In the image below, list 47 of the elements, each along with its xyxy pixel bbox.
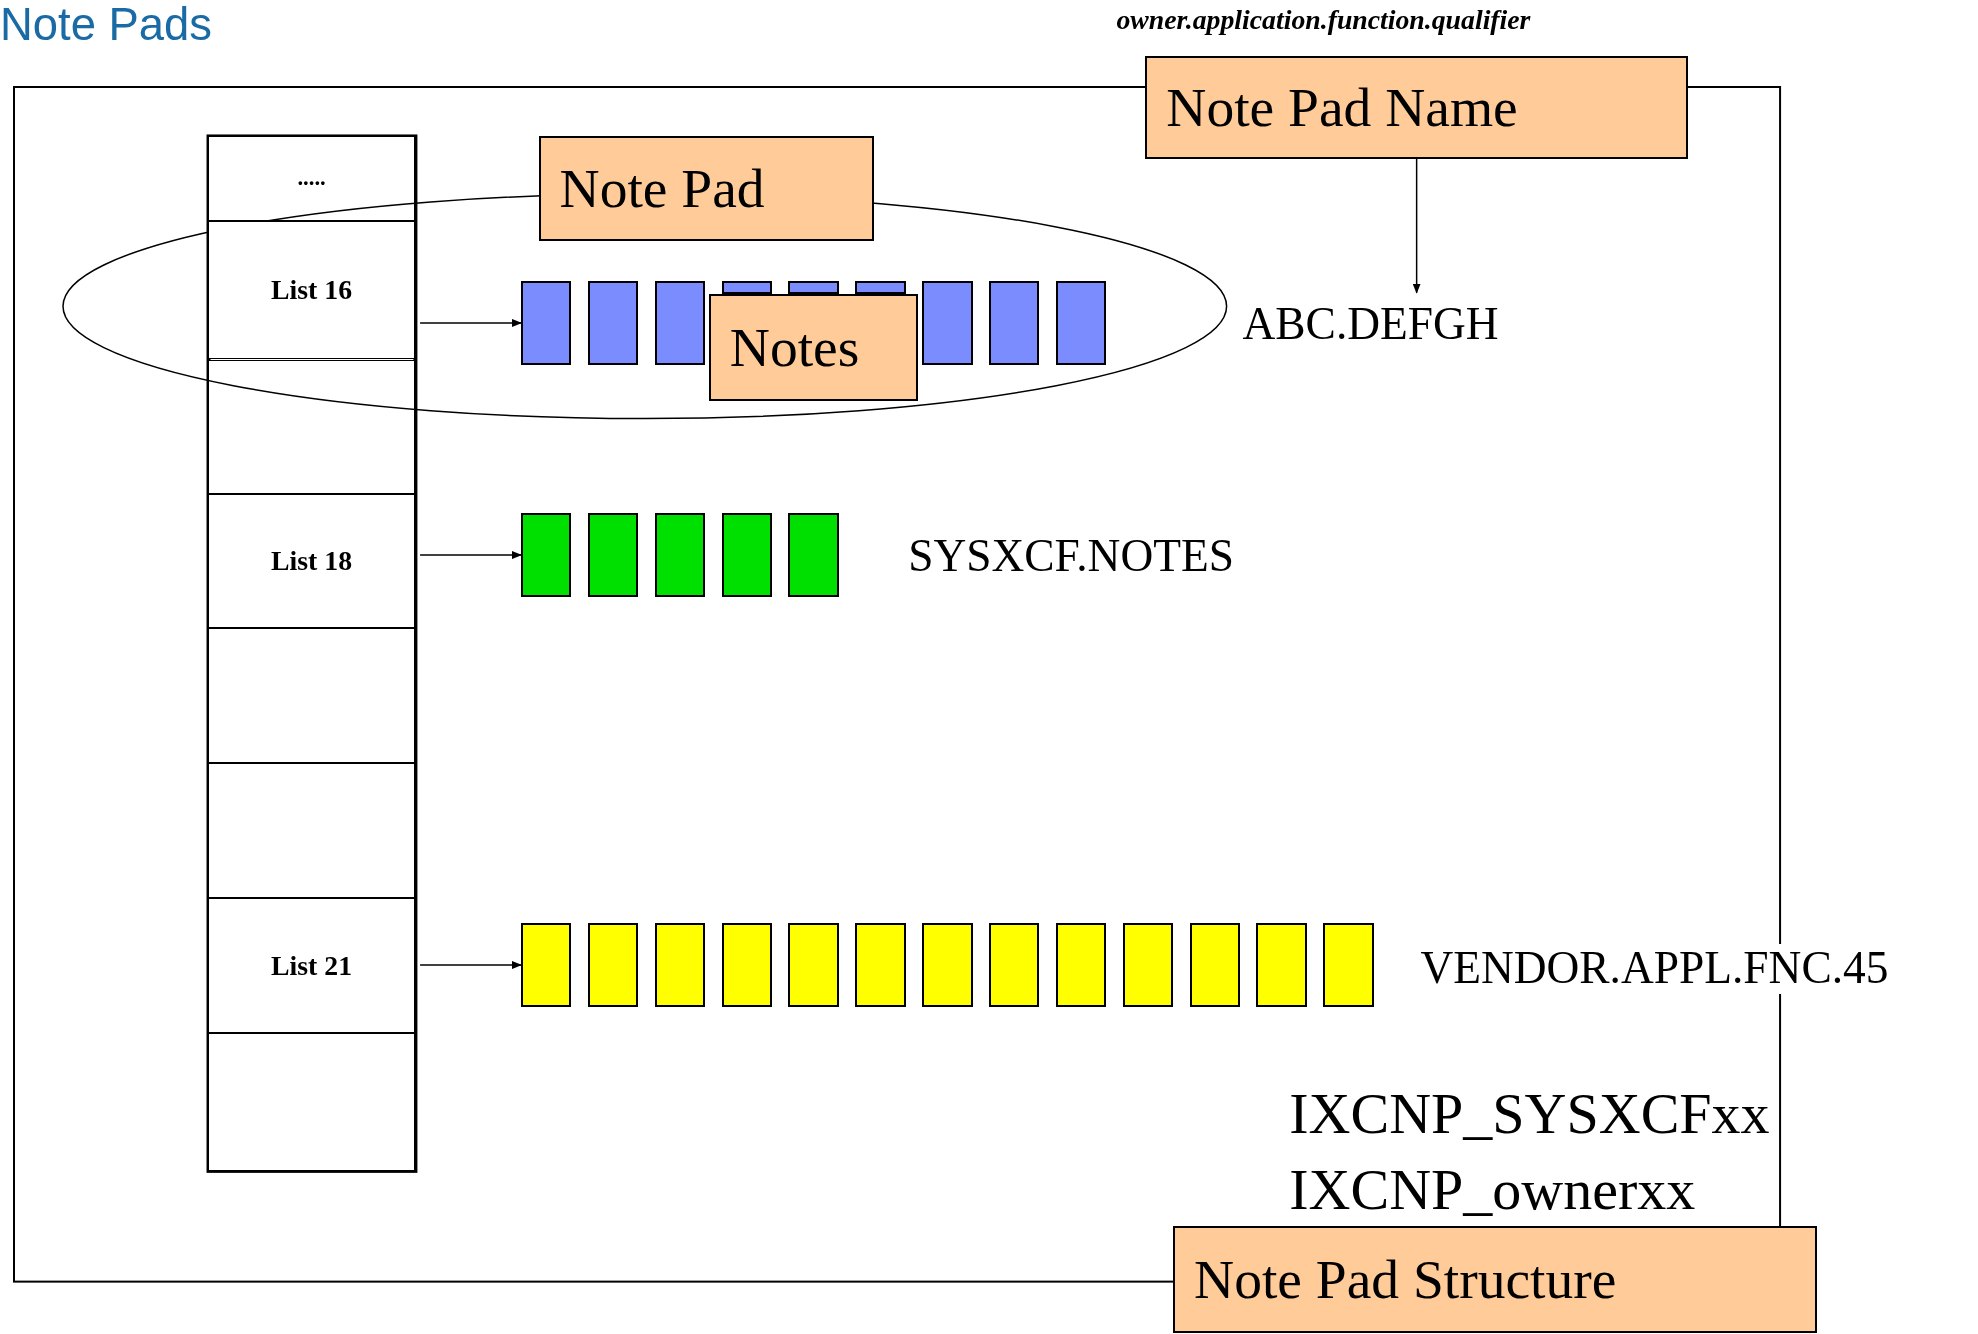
note-block [1122,923,1174,1007]
note-block [654,281,706,365]
empty-list-cell [208,763,415,899]
empty-list-cell [208,359,415,495]
note-block [788,923,839,1007]
label-box: Note Pad Name [1145,55,1688,159]
label-box: Note Pad Structure [1173,1226,1817,1334]
note-block [922,923,973,1007]
list-cell: List 21 [208,898,415,1034]
note-block [1323,923,1374,1007]
arrow [1412,158,1421,294]
note-pad-ellipse [61,136,1228,422]
note-block [721,923,772,1007]
note-block [521,513,572,597]
note-block [1189,923,1240,1007]
list-cell: List 16 [208,220,415,360]
arrow [419,961,522,970]
note-pad-name-text: ABC.DEFGH [1242,292,1552,356]
empty-list-cell [208,1033,415,1171]
note-block [587,281,639,365]
note-block [521,923,572,1007]
note-block [654,513,706,597]
label-box: Note Pad [538,136,875,241]
diagram-title: Note Pads [0,0,213,50]
note-block [721,513,772,597]
note-block [1055,923,1107,1007]
note-block [520,281,572,365]
note-pad-name-text: VENDOR.APPL.FNC.45 [1420,943,1889,994]
note-block [587,923,639,1007]
list-cell: ..... [208,136,415,221]
notes-callout-tooltip: Notes [708,293,919,402]
note-block [989,923,1040,1007]
empty-list-cell [208,628,415,764]
note-block [855,923,906,1007]
note-block [587,513,639,597]
note-block [989,281,1040,365]
arrow [419,551,522,560]
note-block [721,281,772,294]
note-block [788,513,839,597]
note-block [922,281,973,365]
arrow [419,318,522,327]
note-block [1256,923,1307,1007]
note-block [654,923,706,1007]
note-block [855,281,906,294]
list-cell: List 18 [208,494,415,629]
note-block [1055,281,1107,365]
note-block [788,281,839,294]
